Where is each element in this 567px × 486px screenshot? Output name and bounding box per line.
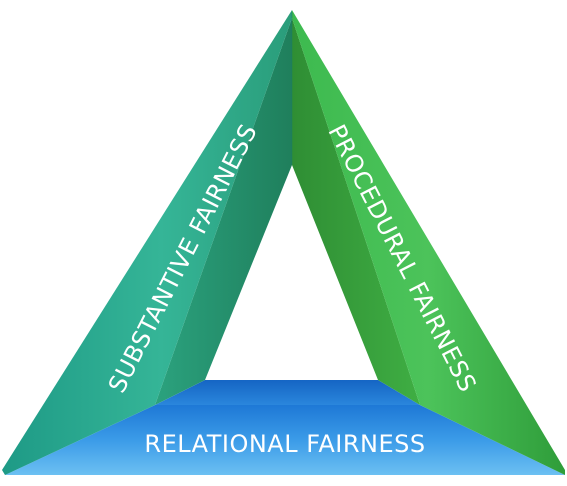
- bottom-side-label: RELATIONAL FAIRNESS: [144, 430, 425, 458]
- right-side: [292, 10, 565, 475]
- bottom-side-top-face: [155, 380, 420, 405]
- left-side: [2, 10, 292, 475]
- bottom-side: [5, 405, 565, 475]
